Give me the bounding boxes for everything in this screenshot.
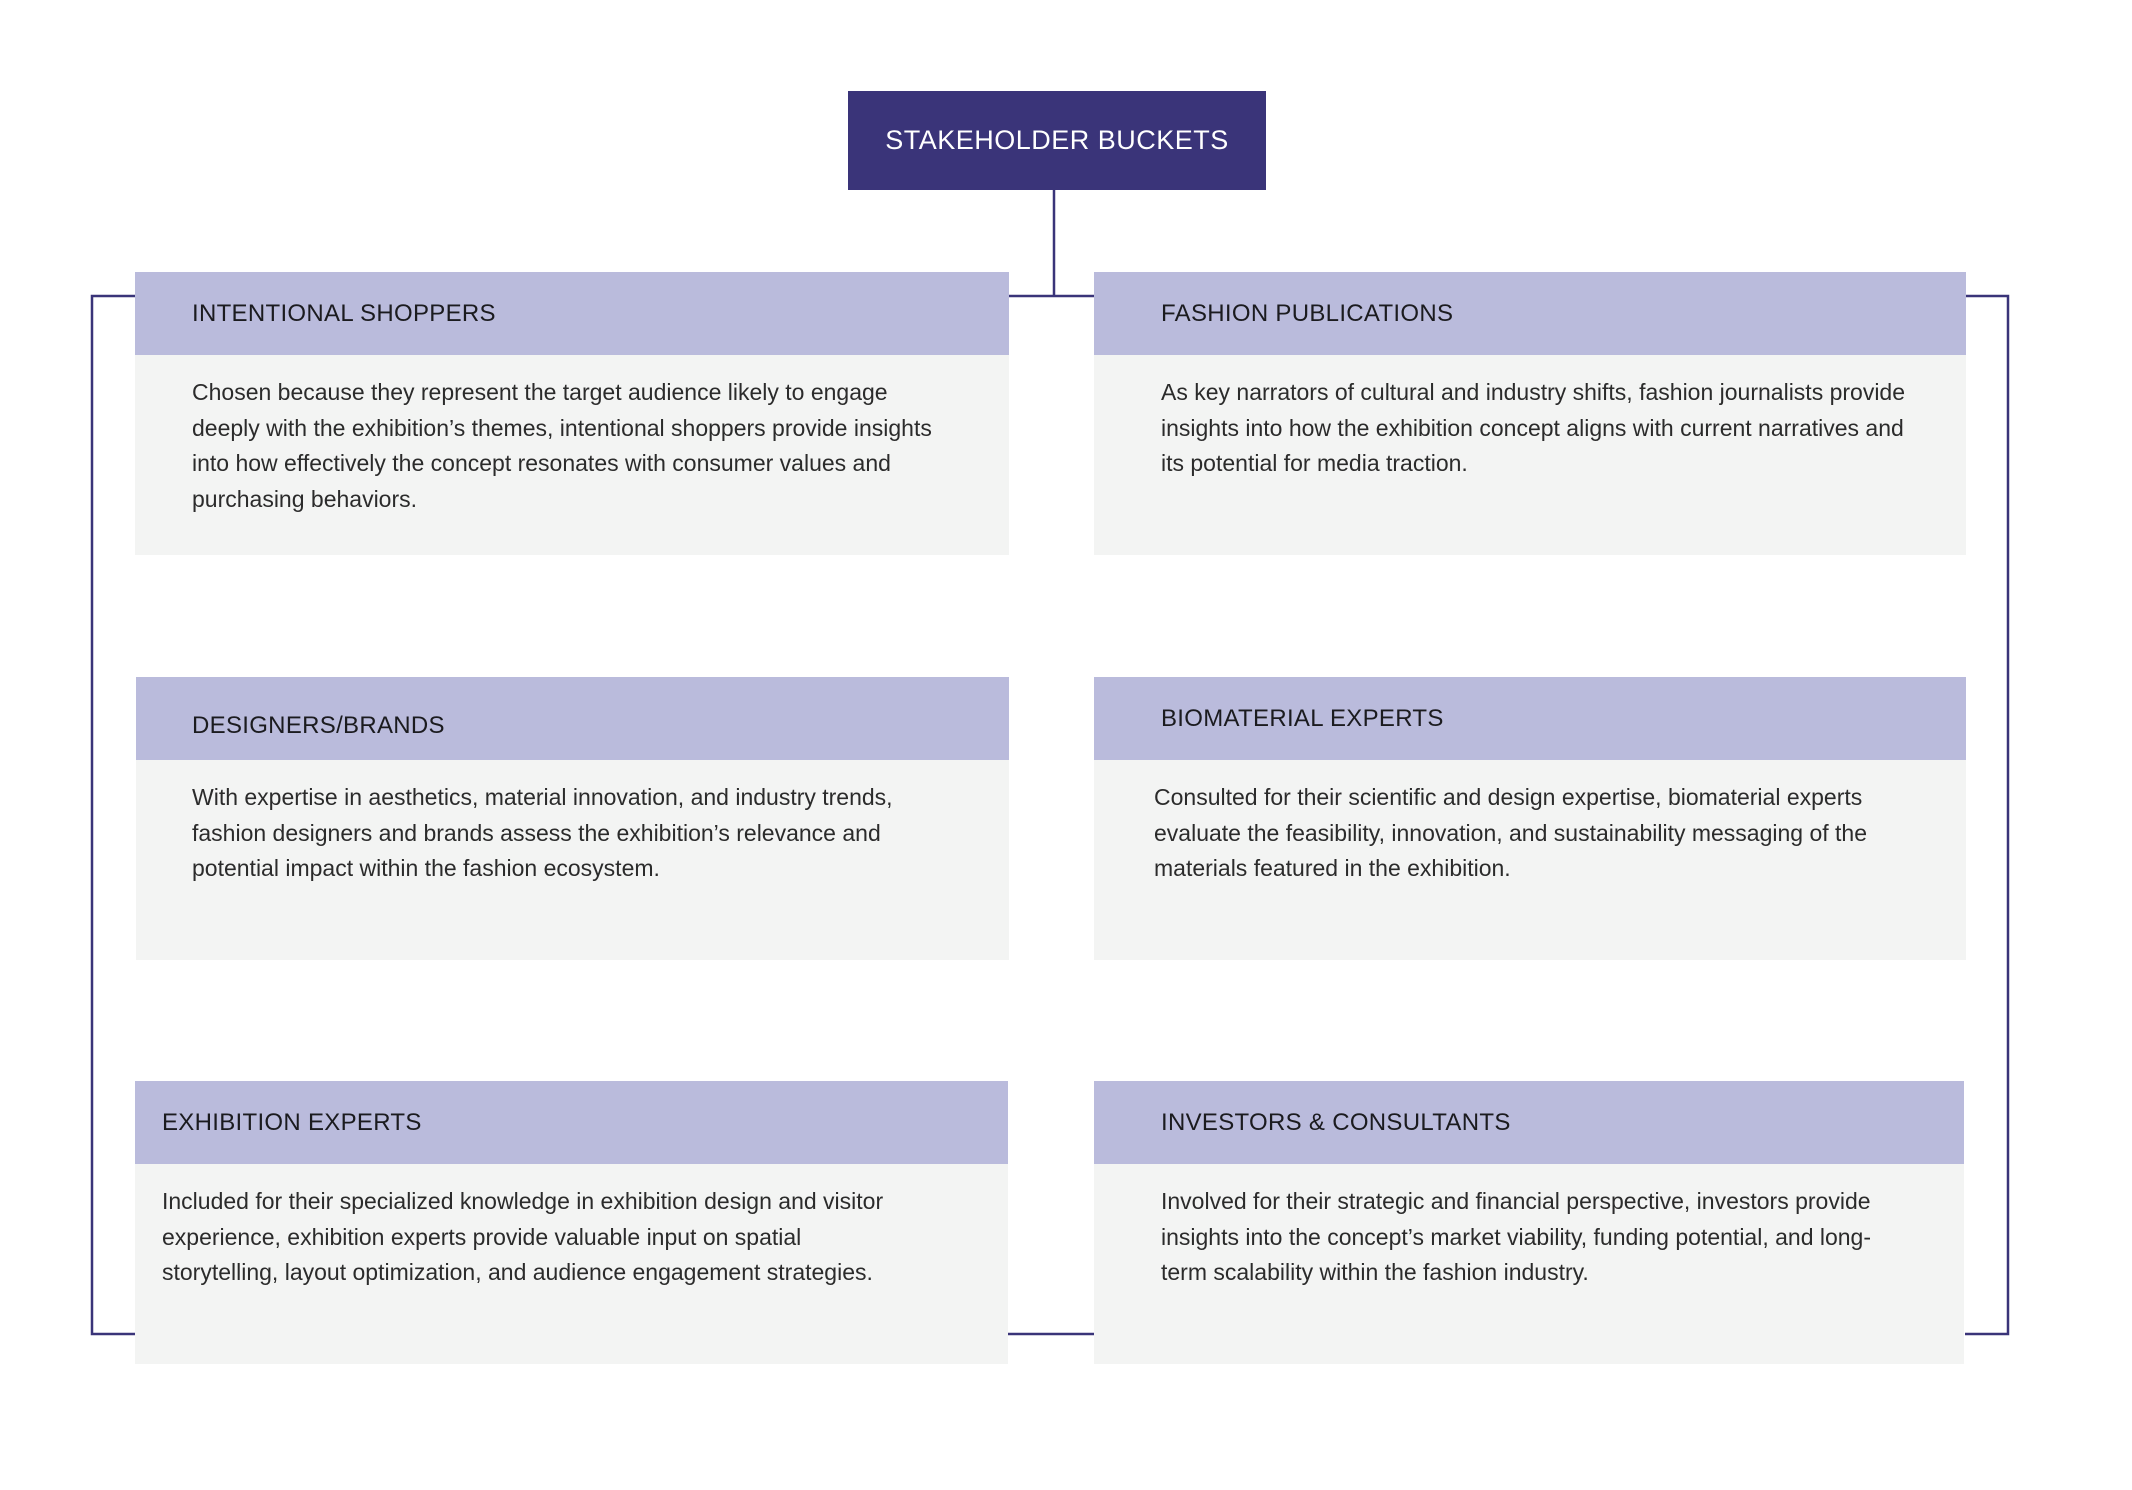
bucket-card-investors-consultants: INVESTORS & CONSULTANTS Involved for the… [1094, 1081, 1964, 1364]
bucket-card-fashion-publications: FASHION PUBLICATIONS As key narrators of… [1094, 272, 1966, 555]
bucket-heading: INTENTIONAL SHOPPERS [192, 299, 496, 327]
bucket-heading-bar: BIOMATERIAL EXPERTS [1094, 677, 1966, 760]
bucket-description: As key narrators of cultural and industr… [1161, 379, 1906, 476]
bucket-card-biomaterial-experts: BIOMATERIAL EXPERTS Consulted for their … [1094, 677, 1966, 960]
bucket-card-intentional-shoppers: INTENTIONAL SHOPPERS Chosen because they… [135, 272, 1009, 555]
bucket-description: Chosen because they represent the target… [192, 379, 932, 512]
bucket-heading: DESIGNERS/BRANDS [192, 711, 445, 739]
bucket-card-exhibition-experts: EXHIBITION EXPERTS Included for their sp… [135, 1081, 1008, 1364]
root-node: STAKEHOLDER BUCKETS [848, 91, 1266, 190]
root-title: STAKEHOLDER BUCKETS [885, 125, 1229, 155]
left-bracket-line [90, 294, 135, 1336]
bucket-description: Involved for their strategic and financi… [1161, 1188, 1872, 1285]
bucket-description: Included for their specialized knowledge… [162, 1188, 884, 1285]
bucket-heading: EXHIBITION EXPERTS [162, 1108, 422, 1136]
bucket-card-designers-brands: DESIGNERS/BRANDS With expertise in aesth… [136, 677, 1009, 960]
bucket-heading-bar: FASHION PUBLICATIONS [1094, 272, 1966, 355]
bucket-description: Consulted for their scientific and desig… [1154, 784, 1868, 881]
bucket-heading: FASHION PUBLICATIONS [1161, 299, 1454, 327]
bucket-heading: INVESTORS & CONSULTANTS [1161, 1108, 1511, 1136]
right-bracket-line [1965, 294, 2010, 1336]
bucket-description: With expertise in aesthetics, material i… [192, 784, 893, 881]
bucket-heading-bar: EXHIBITION EXPERTS [135, 1081, 1008, 1164]
bucket-heading-bar: DESIGNERS/BRANDS [136, 677, 1009, 760]
bucket-heading: BIOMATERIAL EXPERTS [1161, 704, 1444, 732]
bucket-heading-bar: INTENTIONAL SHOPPERS [135, 272, 1009, 355]
bucket-heading-bar: INVESTORS & CONSULTANTS [1094, 1081, 1964, 1164]
